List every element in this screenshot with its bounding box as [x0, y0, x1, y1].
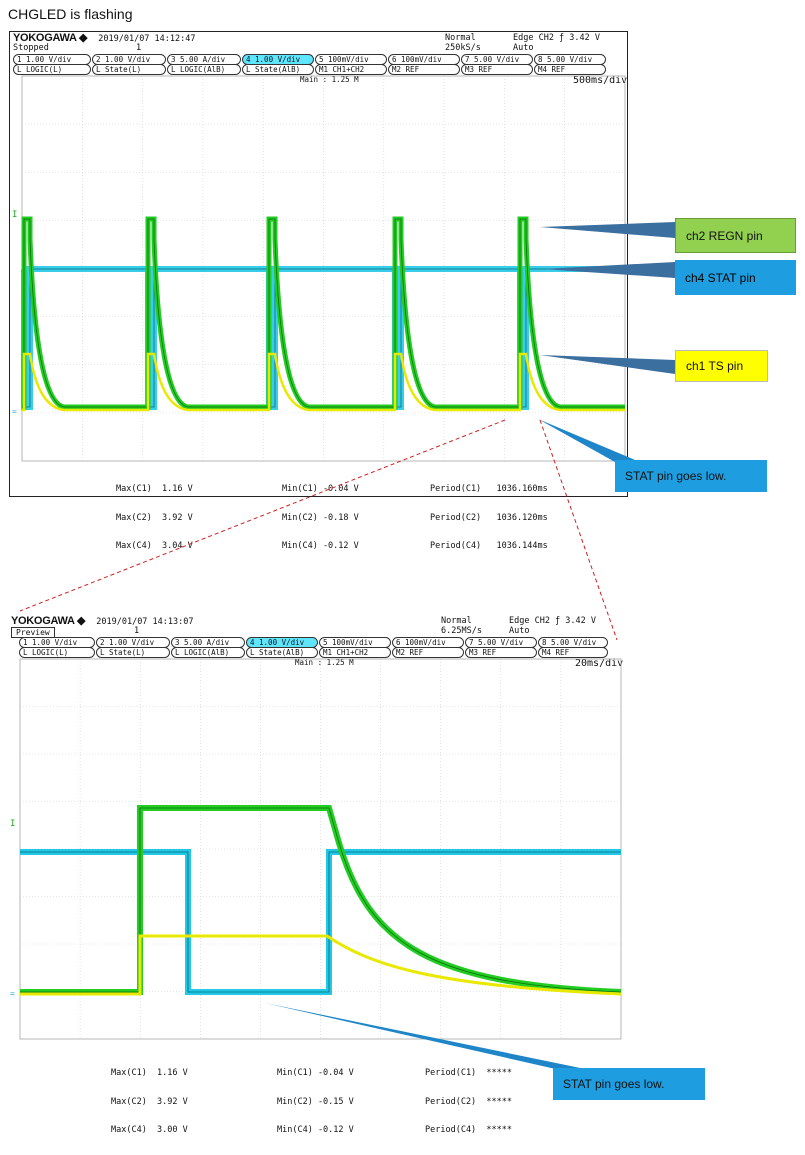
scope2-logic-tabs: L LOGIC(L) L State(L) L LOGIC(AlB) L Sta…	[19, 647, 623, 658]
math1-tab[interactable]: M1 CH1+CH2	[319, 647, 391, 658]
scope2-datetime: 2019/01/07 14:13:07	[96, 617, 194, 627]
scope2-zoom: Main : 1.25 M	[295, 658, 354, 667]
ch2-regn-trace-edge	[20, 807, 622, 993]
math2-tab[interactable]: M2 REF	[388, 64, 460, 75]
scope1-datetime: 2019/01/07 14:12:47	[98, 34, 196, 44]
yokogawa-logo: YOKOGAWA ◆	[13, 32, 88, 44]
scope1-logic-tabs: L LOGIC(L) L State(L) L LOGIC(AlB) L Sta…	[13, 64, 625, 75]
math3-tab[interactable]: M3 REF	[465, 647, 537, 658]
meas-max-c4: Max(C4) 3.00 V	[111, 1125, 188, 1135]
ch2-regn-trace-edge	[22, 218, 625, 408]
meas-period-c1: Period(C1) *****	[425, 1068, 512, 1078]
scope2-channel-tabs: 1 1.00 V/div 2 1.00 V/div 3 5.00 A/div 4…	[19, 637, 623, 648]
scope1-mode: Normal	[445, 33, 476, 43]
scope1-min-measurements: Min(C1) -0.04 V Min(C2) -0.18 V Min(C4) …	[282, 466, 359, 571]
meas-max-c2: Max(C2) 3.92 V	[116, 512, 193, 523]
logic-ab-tab[interactable]: L LOGIC(AlB)	[167, 64, 241, 75]
meas-max-c1: Max(C1) 1.16 V	[116, 484, 193, 494]
ch4-callout: ch4 STAT pin	[675, 260, 796, 295]
scope2-rate: 6.25MS/s	[441, 626, 482, 636]
meas-period-c2: Period(C2) *****	[425, 1096, 512, 1107]
scope2-period-measurements: Period(C1) ***** Period(C2) ***** Period…	[425, 1050, 512, 1155]
meas-max-c4: Max(C4) 3.04 V	[116, 541, 193, 551]
logic-l-tab[interactable]: L LOGIC(L)	[13, 64, 91, 75]
meas-max-c2: Max(C2) 3.92 V	[111, 1096, 188, 1107]
scope1-trigger: Edge CH2 ƒ 3.42 V	[513, 33, 600, 43]
meas-min-c4: Min(C4) -0.12 V	[282, 541, 359, 551]
scope1-header: YOKOGAWA ◆ 2019/01/07 14:12:47	[13, 32, 196, 44]
meas-min-c4: Min(C4) -0.12 V	[277, 1125, 354, 1135]
meas-min-c2: Min(C2) -0.15 V	[277, 1096, 354, 1107]
scope1-count: 1	[136, 43, 142, 53]
scope1-waveform-plot: I =	[12, 75, 626, 462]
scope2-mode: Normal	[441, 616, 472, 626]
ch2-ground-marker: I	[10, 819, 15, 829]
scope1-max-measurements: Max(C1) 1.16 V Max(C2) 3.92 V Max(C4) 3.…	[116, 466, 193, 571]
yokogawa-logo: YOKOGAWA ◆	[11, 615, 86, 627]
stat1-callout: STAT pin goes low.	[615, 460, 767, 492]
meas-max-c1: Max(C1) 1.16 V	[111, 1068, 188, 1078]
meas-min-c2: Min(C2) -0.18 V	[282, 512, 359, 523]
math3-tab[interactable]: M3 REF	[461, 64, 533, 75]
scope2-min-measurements: Min(C1) -0.04 V Min(C2) -0.15 V Min(C4) …	[277, 1050, 354, 1155]
scope-screen-1: YOKOGAWA ◆ 2019/01/07 14:12:47 Stopped 1…	[9, 31, 628, 551]
scope1-rate: 250kS/s	[445, 43, 481, 53]
logic-ab-tab[interactable]: L LOGIC(AlB)	[171, 647, 245, 658]
scope1-status: Stopped	[13, 43, 49, 53]
scope1-zoom: Main : 1.25 M	[300, 75, 359, 84]
scope2-waveform-plot: I =	[10, 658, 622, 1040]
page-caption: CHGLED is flashing	[8, 6, 133, 22]
math2-tab[interactable]: M2 REF	[392, 647, 464, 658]
scope2-trigmode: Auto	[509, 626, 530, 636]
scope1-period-measurements: Period(C1) 1036.160ms Period(C2) 1036.12…	[430, 466, 548, 571]
scope2-count: 1	[134, 626, 140, 636]
meas-period-c4: Period(C4) 1036.144ms	[430, 541, 548, 551]
math4-tab[interactable]: M4 REF	[538, 647, 608, 658]
meas-min-c1: Min(C1) -0.04 V	[277, 1068, 354, 1078]
meas-min-c1: Min(C1) -0.04 V	[282, 484, 359, 494]
math4-tab[interactable]: M4 REF	[534, 64, 606, 75]
ch2-ground-marker: I	[12, 210, 17, 220]
ch2-callout: ch2 REGN pin	[675, 218, 796, 253]
scope1-timebase: 500ms/div	[573, 75, 628, 86]
scope2-waveforms	[20, 805, 622, 996]
state-ab-tab[interactable]: L State(AlB)	[246, 647, 318, 658]
logic-l-tab[interactable]: L LOGIC(L)	[19, 647, 95, 658]
scope1-trigmode: Auto	[513, 43, 534, 53]
ch4-stat-trace-edge	[20, 851, 621, 993]
state-l-tab[interactable]: L State(L)	[96, 647, 170, 658]
scope2-max-measurements: Max(C1) 1.16 V Max(C2) 3.92 V Max(C4) 3.…	[111, 1050, 188, 1155]
ch1-ts-trace	[22, 352, 625, 412]
meas-period-c4: Period(C4) *****	[425, 1125, 512, 1135]
scope1-waveforms	[21, 216, 625, 412]
stat2-callout: STAT pin goes low.	[553, 1068, 705, 1100]
state-l-tab[interactable]: L State(L)	[92, 64, 166, 75]
math1-tab[interactable]: M1 CH1+CH2	[315, 64, 387, 75]
meas-period-c1: Period(C1) 1036.160ms	[430, 484, 548, 494]
scope2-header: YOKOGAWA ◆ 2019/01/07 14:13:07	[11, 615, 194, 627]
state-ab-tab[interactable]: L State(AlB)	[242, 64, 314, 75]
scope-screen-2: YOKOGAWA ◆ 2019/01/07 14:13:07 Preview 1…	[9, 614, 624, 1135]
ch1-callout: ch1 TS pin	[675, 350, 768, 382]
ch1-ts-trace	[20, 934, 622, 996]
scope2-timebase: 20ms/div	[575, 658, 624, 669]
ch4-ground-marker: =	[12, 407, 17, 416]
meas-period-c2: Period(C2) 1036.120ms	[430, 512, 548, 523]
ch4-ground-marker: =	[10, 989, 15, 998]
